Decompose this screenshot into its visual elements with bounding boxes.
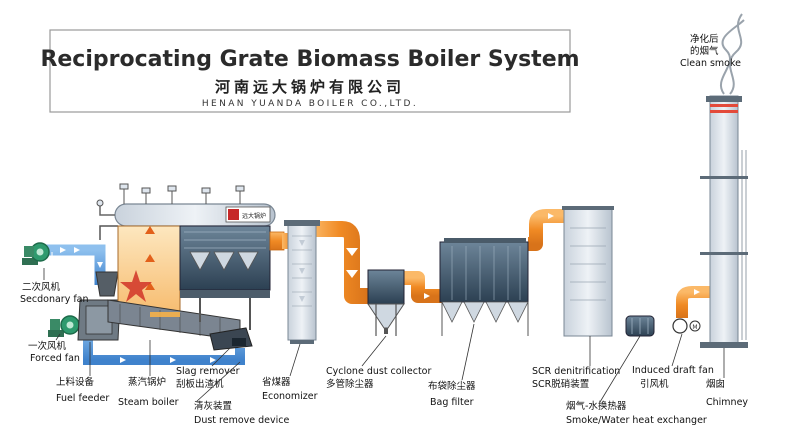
induced-fan-label-en: Induced draft fan xyxy=(632,365,714,376)
scr-reactor-icon xyxy=(562,206,614,337)
economizer-icon xyxy=(284,220,320,344)
chimney-label-cn: 烟囱 xyxy=(706,378,725,390)
company-name-cn: 河南远大锅炉有限公司 xyxy=(215,78,405,96)
heat-exchanger-label-cn: 烟气-水换热器 xyxy=(566,400,627,412)
component-labels: 净化后 的烟气 Clean smoke 二次风机 Secdonary fan 一… xyxy=(20,33,748,426)
bag-filter-icon xyxy=(439,238,529,336)
bag-filter-label-cn: 布袋除尘器 xyxy=(428,380,476,392)
flue-duct-fan-chimney xyxy=(676,286,712,318)
heat-exchanger-label-en: Smoke/Water heat exchanger xyxy=(566,415,707,426)
slag-remover-label-en: Slag remover xyxy=(176,366,240,377)
title-box: Reciprocating Grate Biomass Boiler Syste… xyxy=(40,29,580,113)
secondary-fan-label-cn: 二次风机 xyxy=(22,281,61,293)
flue-duct-cyclone-bagfilter xyxy=(404,271,446,303)
forced-fan-label-cn: 一次风机 xyxy=(28,340,67,352)
title-frame xyxy=(49,29,571,113)
forced-fan-icon xyxy=(48,315,80,337)
slag-remover-label-cn: 刮板出渣机 xyxy=(176,378,224,390)
page-title: Reciprocating Grate Biomass Boiler Syste… xyxy=(40,47,579,72)
heat-exchanger-icon xyxy=(625,315,655,337)
cyclone-label-en: Cyclone dust collector xyxy=(326,366,431,377)
flue-duct-bagfilter-scr xyxy=(528,209,566,251)
clean-smoke-label-cn-line1: 净化后 xyxy=(690,33,719,45)
yuanda-logo-icon xyxy=(120,270,152,302)
fuel-feeder-label-en: Fuel feeder xyxy=(56,393,109,404)
secondary-fan-icon xyxy=(22,242,50,265)
fuel-feeder-label-cn: 上料设备 xyxy=(56,376,95,388)
clean-smoke-icon xyxy=(720,13,745,95)
company-name-en: HENAN YUANDA BOILER CO.,LTD. xyxy=(202,99,418,109)
svg-text:M: M xyxy=(692,324,697,331)
bag-filter-label-en: Bag filter xyxy=(430,397,474,408)
chimney-label-en: Chimney xyxy=(706,397,748,408)
scr-label-cn: SCR脱硝装置 xyxy=(532,378,589,390)
induced-fan-icon: M xyxy=(672,318,701,334)
induced-fan-label-cn: 引风机 xyxy=(640,378,669,390)
steam-boiler-icon: 远大锅炉 xyxy=(96,183,285,341)
secondary-fan-label-en: Secdonary fan xyxy=(20,294,89,305)
secondary-air-feed xyxy=(99,225,118,240)
chimney-icon xyxy=(700,95,748,348)
clean-smoke-label-cn-line2: 的烟气 xyxy=(690,45,719,57)
economizer-label-cn: 省煤器 xyxy=(262,376,291,388)
cyclone-label-cn: 多管除尘器 xyxy=(326,378,374,390)
dust-remove-label-cn: 清灰装置 xyxy=(194,400,232,412)
flue-duct-economizer-cyclone xyxy=(312,221,368,304)
cyclone-collector-icon xyxy=(367,269,405,336)
boiler-nameplate-text: 远大锅炉 xyxy=(242,212,266,220)
flue-gas-ducts xyxy=(282,209,712,333)
dust-remove-label-en: Dust remove device xyxy=(194,415,289,426)
economizer-label-en: Economizer xyxy=(262,391,318,402)
slag-remover-icon xyxy=(209,327,253,351)
forced-fan-label-en: Forced fan xyxy=(30,353,80,364)
steam-boiler-label-cn: 蒸汽锅炉 xyxy=(128,376,166,388)
steam-boiler-label-en: Steam boiler xyxy=(118,397,179,408)
scr-label-en: SCR denitrification xyxy=(532,366,620,377)
leader-lines xyxy=(43,268,725,403)
clean-smoke-label-en: Clean smoke xyxy=(680,58,741,69)
